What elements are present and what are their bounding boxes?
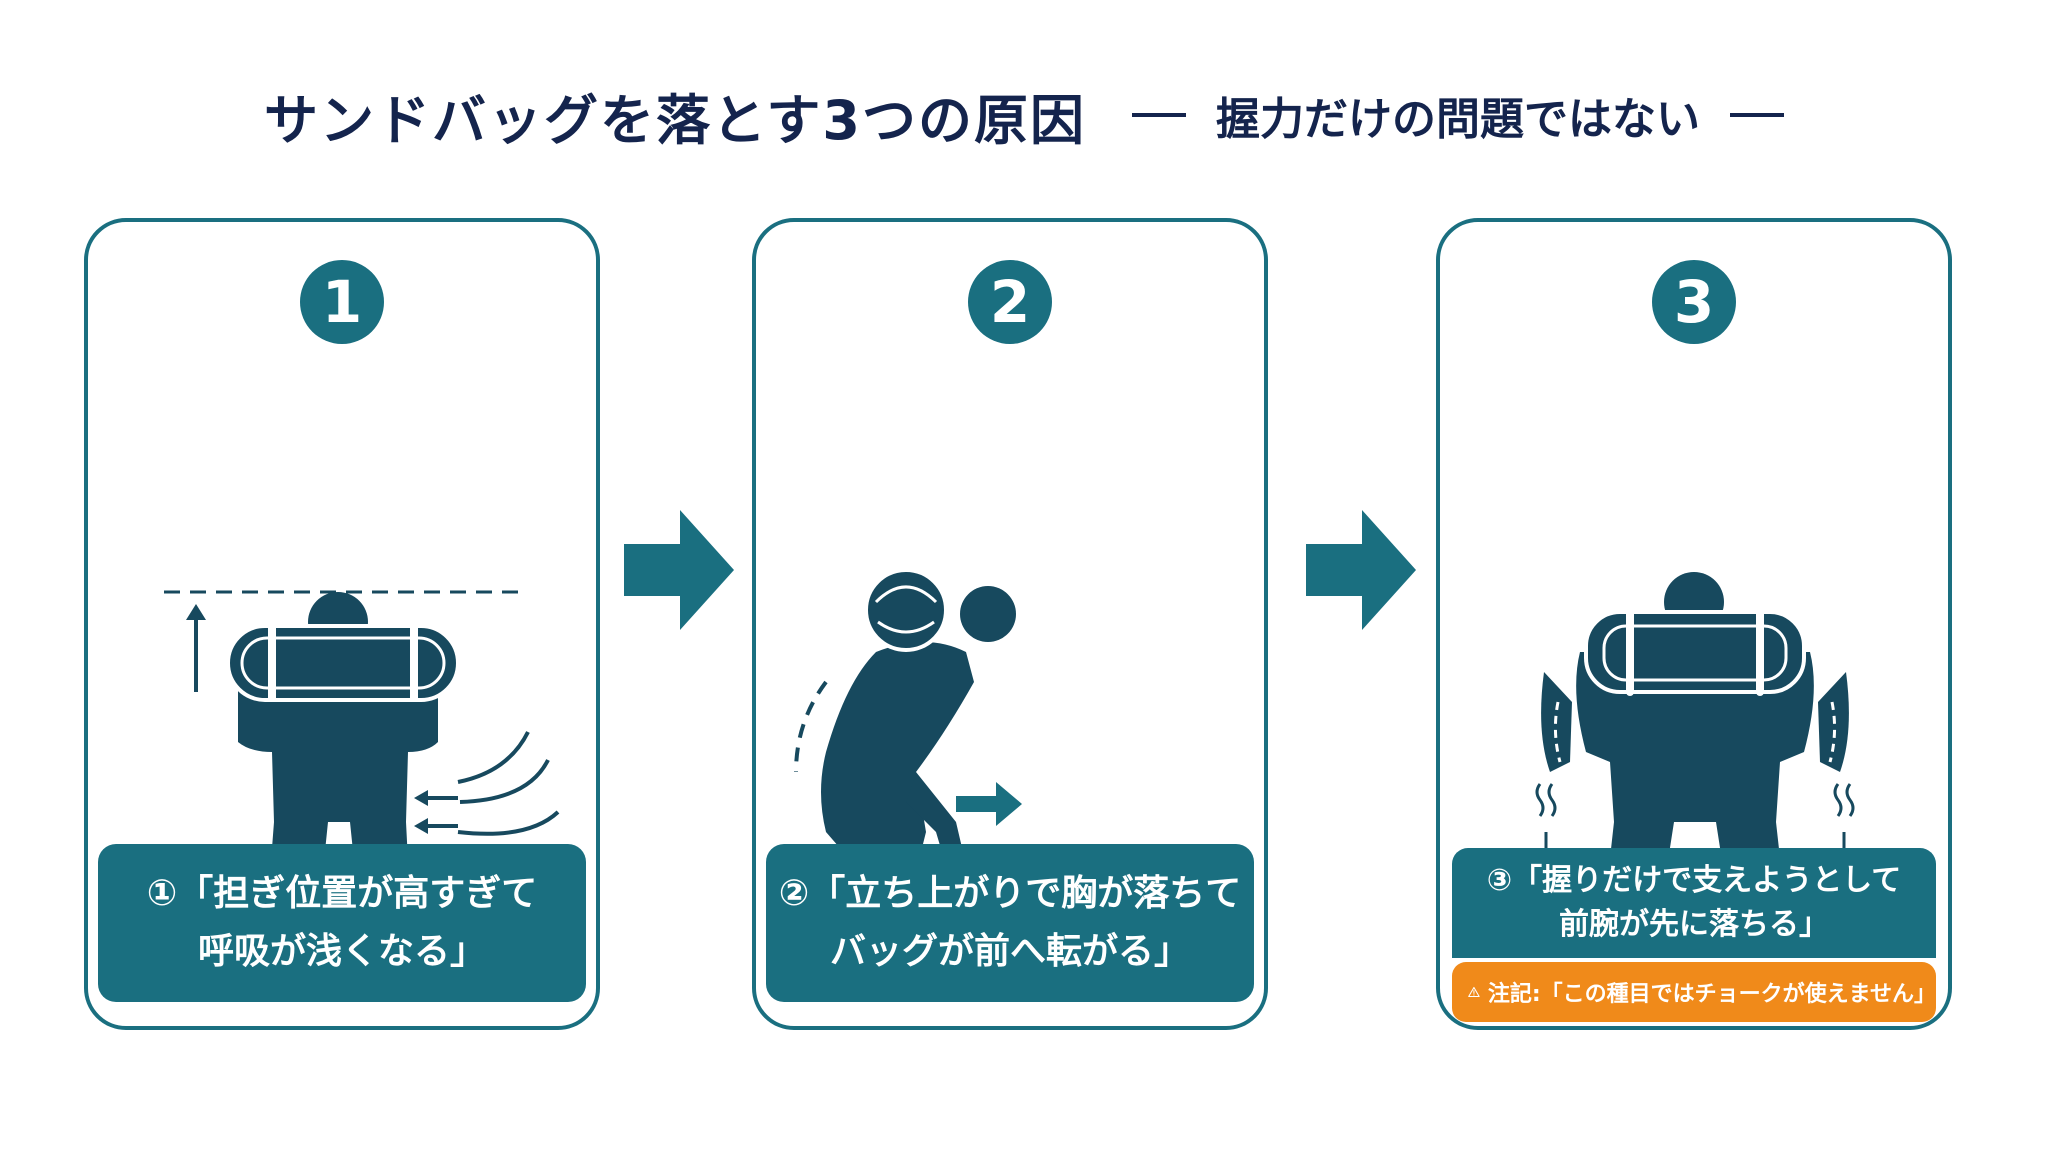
page-title: サンドバッグを落とす3つの原因 <box>264 88 1086 152</box>
title-dash-left <box>1131 113 1186 117</box>
posture-arc <box>794 680 828 773</box>
page-subtitle-text: 握力だけの問題ではない <box>1215 94 1700 145</box>
chalk-note: 注記:「この種目ではチョークが使えません」 <box>1452 962 1936 1022</box>
forward-arrow-icon <box>956 782 1022 826</box>
panel-cause-3: 3 <box>1436 218 1952 1030</box>
warning-triangle-icon <box>1468 986 1480 998</box>
sandbag-on-shoulders <box>226 624 460 702</box>
sandbag-behind-head <box>864 568 948 652</box>
chalk-note-text: 注記:「この種目ではチョークが使えません」 <box>1487 982 1936 1007</box>
fatigue-squiggle-left <box>1535 783 1557 817</box>
caption-1-line-1: ①「担ぎ位置が高すぎて <box>146 873 538 914</box>
shallow-breath-icon <box>414 731 560 860</box>
fatigue-squiggle-right <box>1833 783 1855 817</box>
step-badge-2: 2 <box>968 260 1052 344</box>
figure-chest-drop <box>794 568 1206 912</box>
caption-1-line-2: 呼吸が浅くなる」 <box>197 931 486 972</box>
caption-cause-3: ③「握りだけで支えようとして 前腕が先に落ちる」 <box>1452 848 1936 958</box>
page-subtitle: 握力だけの問題ではない <box>1131 83 1784 147</box>
figure-high-carry <box>164 590 560 912</box>
next-step-arrow-icon <box>624 510 734 630</box>
caption-3-line-1: ③「握りだけで支えようとして <box>1486 863 1902 898</box>
title-row: サンドバッグを落とす3つの原因 握力だけの問題ではない <box>0 80 2048 152</box>
up-arrow-icon <box>186 604 206 692</box>
panel-cause-1: 1 <box>84 218 600 1030</box>
title-dash-right <box>1729 113 1784 117</box>
panel-cause-2: 2 <box>752 218 1268 1030</box>
step-badge-3: 3 <box>1652 260 1736 344</box>
next-step-arrow-icon <box>1306 510 1416 630</box>
figure-forearm-fatigue <box>1535 572 1855 912</box>
caption-cause-1: ①「担ぎ位置が高すぎて 呼吸が浅くなる」 <box>98 844 586 1002</box>
caption-3-line-2: 前腕が先に落ちる」 <box>1559 907 1829 942</box>
caption-cause-2: ②「立ち上がりで胸が落ちて バッグが前へ転がる」 <box>766 844 1254 1002</box>
caption-2-line-2: バッグが前へ転がる」 <box>829 931 1190 972</box>
caption-2-line-1: ②「立ち上がりで胸が落ちて <box>778 873 1242 914</box>
step-badge-1: 1 <box>300 260 384 344</box>
sandbag-front-carry <box>1584 608 1806 696</box>
